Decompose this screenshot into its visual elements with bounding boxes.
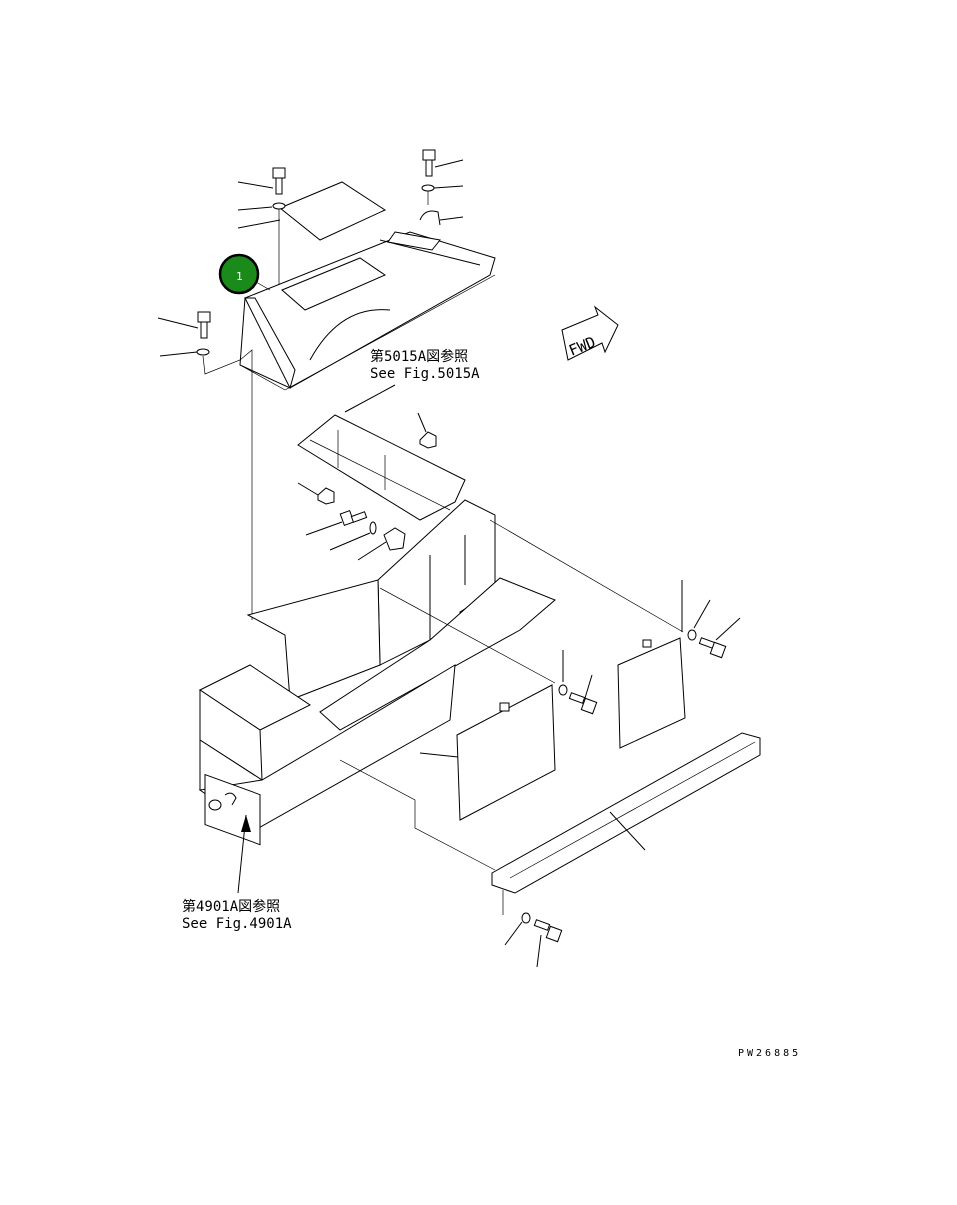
callout-1-number: 1 <box>236 270 243 283</box>
top-plate <box>279 181 387 241</box>
bracket-mid <box>357 527 406 561</box>
bolt-mid <box>305 510 377 551</box>
reference-fig5015-jp: 第5015A図参照 <box>370 348 468 365</box>
reference-fig4901: 第4901A図参照 See Fig.4901A <box>182 814 292 932</box>
reference-fig4901-jp: 第4901A図参照 <box>182 898 280 915</box>
side-frame-panel <box>297 414 466 521</box>
access-panel-right <box>489 519 741 749</box>
main-frame <box>198 499 556 846</box>
fwd-arrow-icon: FWD <box>561 305 619 361</box>
reference-fig4901-en: See Fig.4901A <box>182 916 292 932</box>
reference-fig5015-en: See Fig.5015A <box>370 366 480 382</box>
bolt-bottom <box>502 890 563 968</box>
nut-mid <box>417 412 437 449</box>
bolt-left <box>157 311 253 620</box>
long-beam <box>339 732 761 894</box>
reference-fig5015: 第5015A図参照 See Fig.5015A <box>344 348 480 413</box>
drawing-number: PW26885 <box>738 1048 801 1059</box>
bolt-top-right <box>419 149 464 226</box>
access-panel-mid <box>379 587 598 821</box>
hood-cover <box>239 231 496 391</box>
nut-left <box>297 482 335 505</box>
callout-1[interactable]: 1 <box>218 253 271 295</box>
bolt-top-left <box>237 167 286 285</box>
